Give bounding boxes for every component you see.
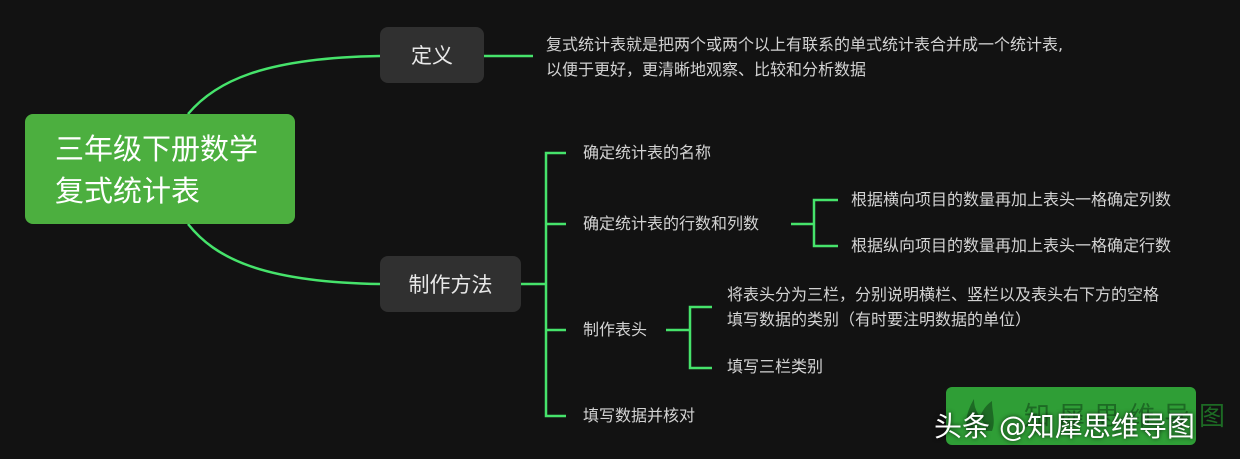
step-header-detail-1[interactable]: 将表头分为三栏，分别说明横栏、竖栏以及表头右下方的空格 [727, 285, 1160, 304]
step-header-detail-2[interactable]: 填写数据的类别（有时要注明数据的单位） [727, 310, 1032, 329]
step-rows-columns-detail-1[interactable]: 根据横向项目的数量再加上表头一格确定列数 [851, 190, 1172, 209]
definition-label: 定义 [411, 44, 453, 68]
definition-text[interactable]: 复式统计表就是把两个或两个以上有联系的单式统计表合并成一个统计表, 以便于更好，… [546, 32, 1063, 82]
connector-step2-bracket [812, 198, 838, 248]
watermark-brand: 知犀思维导图 [1024, 402, 1235, 432]
rhino-flame-logo-icon [966, 399, 994, 431]
method-node[interactable]: 制作方法 [380, 256, 521, 312]
watermark-handle: 头条 @知犀思维导图 [934, 410, 1195, 443]
definition-node[interactable]: 定义 [380, 27, 484, 83]
step-rows-columns-detail-2[interactable]: 根据纵向项目的数量再加上表头一格确定行数 [851, 236, 1172, 255]
connector-root-method [187, 223, 381, 286]
root-title-line2: 复式统计表 [55, 174, 201, 208]
root-title-line1: 三年级下册数学 [55, 132, 259, 166]
method-label: 制作方法 [408, 273, 493, 297]
definition-text-line1: 复式统计表就是把两个或两个以上有联系的单式统计表合并成一个统计表, [546, 35, 1064, 54]
definition-text-line2: 以便于更好，更清晰地观察、比较和分析数据 [546, 60, 867, 79]
connector-method-bracket [544, 151, 566, 418]
connector-step3-bracket [688, 305, 712, 370]
step-make-header[interactable]: 制作表头 [583, 320, 648, 339]
step-name-table[interactable]: 确定统计表的名称 [583, 143, 712, 162]
root-topic[interactable]: 三年级下册数学 复式统计表 [25, 114, 295, 224]
step-header-detail-3[interactable]: 填写三栏类别 [727, 357, 824, 376]
connector-root-definition [187, 54, 381, 115]
step-rows-columns[interactable]: 确定统计表的行数和列数 [583, 214, 760, 233]
watermark-badge: 知犀思维导图 [946, 387, 1225, 445]
step-fill-and-check[interactable]: 填写数据并核对 [583, 406, 696, 425]
